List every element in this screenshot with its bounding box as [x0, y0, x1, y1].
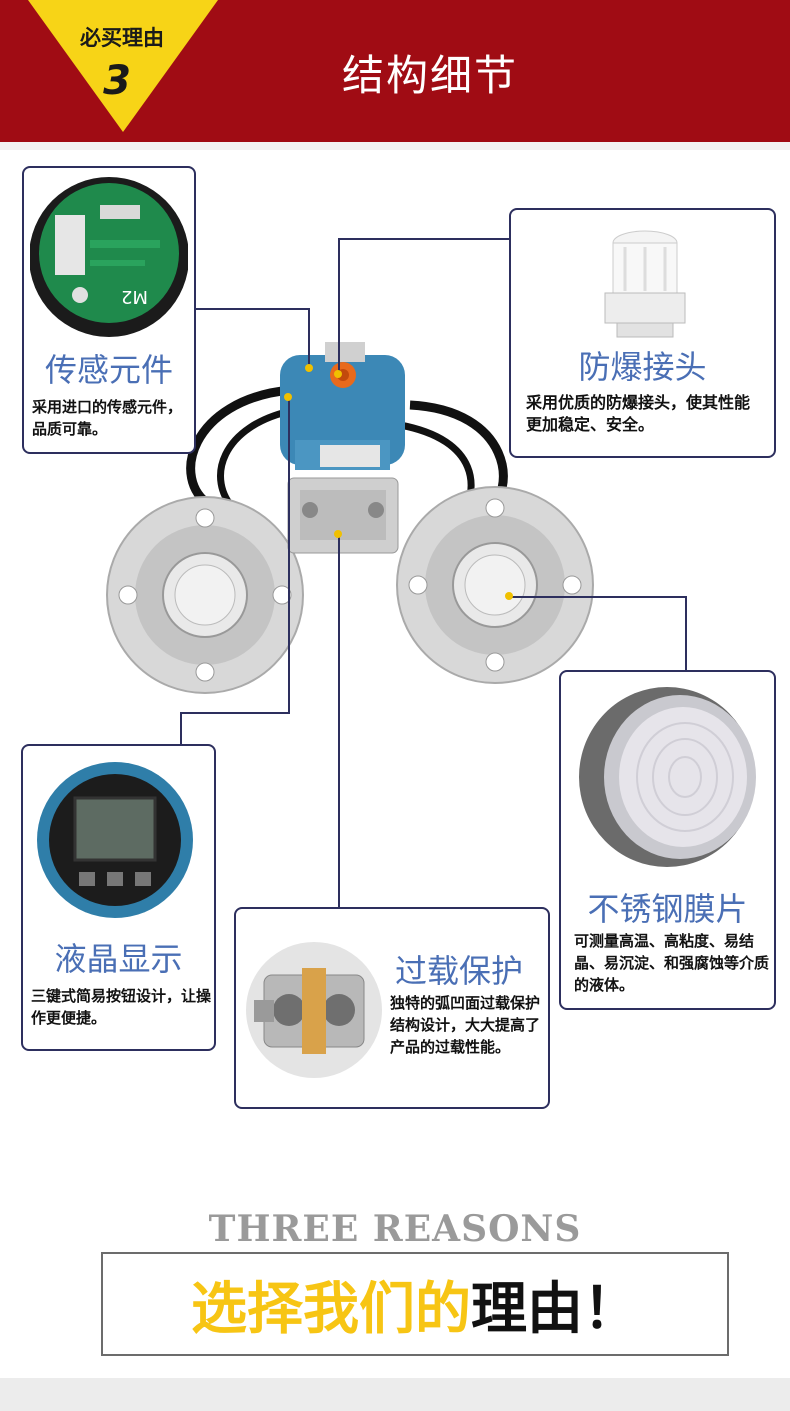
card-lcd-display-desc: 三键式简易按钮设计，让操作更便捷。	[31, 987, 212, 1027]
reasons-banner-text: 选择我们的理由！	[101, 1264, 729, 1345]
footer-strip	[0, 1378, 790, 1411]
marker-dot	[305, 364, 313, 372]
badge-number: 3	[103, 58, 131, 104]
card-sensor-desc: 采用进口的传感元件，品质可靠。	[32, 398, 183, 438]
card-overload-protection-title: 过载保护	[394, 952, 523, 990]
page-title: 结构细节	[341, 51, 518, 100]
connector-line	[510, 596, 686, 598]
connector-line	[338, 534, 340, 908]
header-divider	[0, 142, 790, 150]
reasons-highlight: 选择我们的	[191, 1277, 471, 1342]
connector-line	[180, 712, 182, 745]
three-reasons-heading: THREE REASONS	[208, 1208, 582, 1250]
cable-gland-image	[604, 230, 686, 338]
connector-line	[308, 308, 310, 370]
reasons-rest: 理由！	[471, 1277, 639, 1342]
circuit-board-image: M2	[30, 177, 188, 337]
card-explosion-proof-title: 防爆接头	[578, 348, 707, 386]
marker-dot	[505, 592, 513, 600]
connector-line	[338, 238, 510, 240]
connector-line	[685, 596, 687, 672]
badge-label: 必买理由	[80, 26, 164, 50]
card-lcd-display-title: 液晶显示	[54, 940, 183, 978]
transmitter-product-image	[106, 342, 594, 694]
diaphragm-image	[579, 687, 756, 867]
card-overload-protection-desc: 独特的弧凹面过载保护结构设计，大大提高了产品的过载性能。	[390, 994, 541, 1056]
connector-line	[180, 712, 290, 714]
marker-dot	[334, 530, 342, 538]
card-sensor-title: 传感元件	[44, 351, 173, 389]
connector-line	[288, 398, 290, 713]
badge-triangle-icon	[28, 0, 218, 132]
reasons-banner-box	[101, 1252, 729, 1356]
card-explosion-proof-desc: 采用优质的防爆接头，使其性能更加稳定、安全。	[526, 393, 751, 434]
marker-dot	[284, 393, 292, 401]
connector-line	[338, 238, 340, 376]
connector-line	[195, 308, 310, 310]
overload-block-image	[246, 942, 382, 1078]
svg-text:M2: M2	[121, 286, 148, 307]
marker-dot	[334, 370, 342, 378]
lcd-display-image	[37, 762, 193, 918]
card-stainless-diaphragm-desc: 可测量高温、高粘度、易结晶、易沉淀、和强腐蚀等介质的液体。	[574, 932, 770, 994]
card-stainless-diaphragm-title: 不锈钢膜片	[587, 890, 748, 928]
